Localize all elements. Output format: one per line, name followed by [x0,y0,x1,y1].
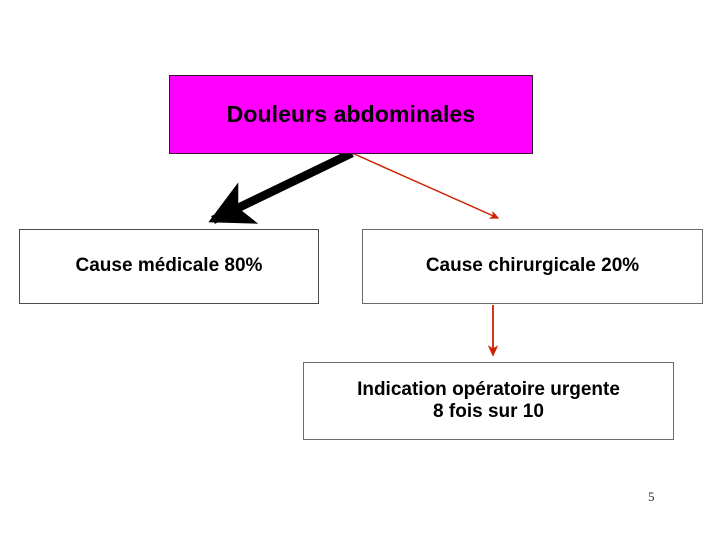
connector-title-to-surgical [351,152,500,219]
node-surgical-label: Cause chirurgicale 20% [425,255,640,277]
connector-title-to-medical [208,149,354,224]
page-number: 5 [648,489,655,504]
node-indication-operatoire[interactable]: Indication opératoire urgente 8 fois sur… [303,362,674,440]
node-medical-label: Cause médicale 80% [75,255,263,277]
node-title-label: Douleurs abdominales [226,100,476,127]
node-douleurs-abdominales[interactable]: Douleurs abdominales [169,75,533,154]
node-cause-chirurgicale[interactable]: Cause chirurgicale 20% [362,229,703,304]
node-indication-label: Indication opératoire urgente 8 fois sur… [357,378,620,422]
node-cause-medicale[interactable]: Cause médicale 80% [19,229,319,304]
